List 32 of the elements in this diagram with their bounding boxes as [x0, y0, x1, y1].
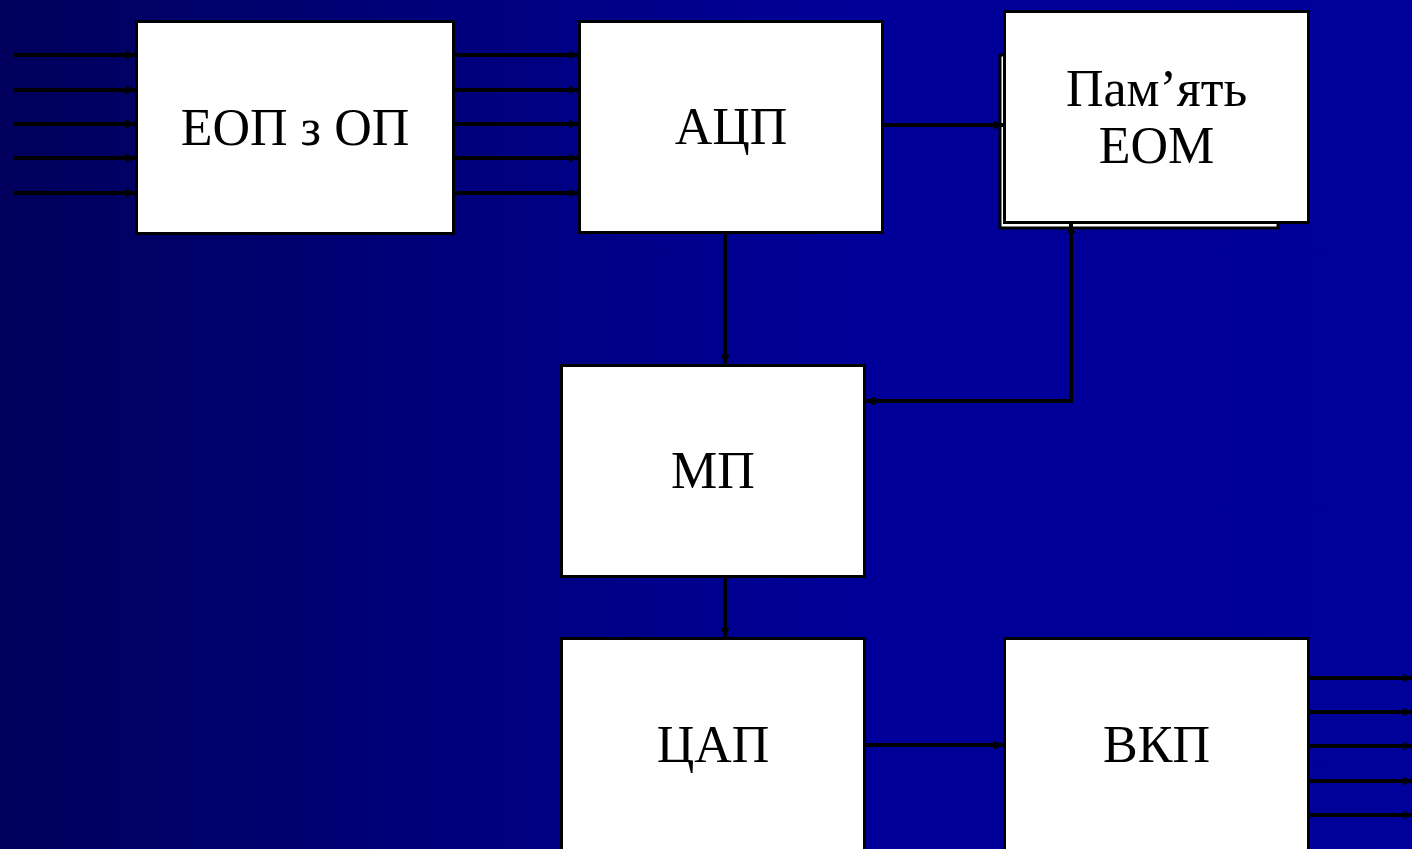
box-label: ЦАП — [656, 716, 770, 774]
box-label: АЦП — [674, 98, 788, 156]
arrow — [455, 50, 578, 60]
arrow — [866, 224, 1076, 406]
arrow — [455, 153, 578, 163]
process-box — [1003, 10, 1310, 224]
arrow — [14, 85, 135, 95]
arrow — [14, 153, 135, 163]
box-label: ВКП — [1103, 716, 1210, 774]
arrow — [720, 234, 730, 364]
arrow — [14, 119, 135, 129]
arrow — [1310, 707, 1412, 717]
box-label: Пам’ять ЕОМ — [1064, 59, 1249, 175]
arrow — [884, 120, 1003, 130]
box-label: МП — [671, 442, 755, 500]
arrow — [14, 50, 135, 60]
process-box — [560, 637, 866, 849]
box-label: ЕОП з ОП — [180, 98, 410, 157]
arrow — [455, 85, 578, 95]
arrow — [455, 119, 578, 129]
arrow — [1310, 776, 1412, 786]
arrow — [720, 578, 730, 637]
arrow — [1310, 673, 1412, 683]
arrow — [866, 740, 1003, 750]
process-box — [135, 20, 455, 235]
arrow — [1310, 741, 1412, 751]
arrow — [455, 188, 578, 198]
arrow — [14, 188, 135, 198]
process-box — [578, 20, 884, 234]
arrow — [1310, 810, 1412, 820]
process-box — [560, 364, 866, 578]
process-box — [1003, 637, 1310, 849]
